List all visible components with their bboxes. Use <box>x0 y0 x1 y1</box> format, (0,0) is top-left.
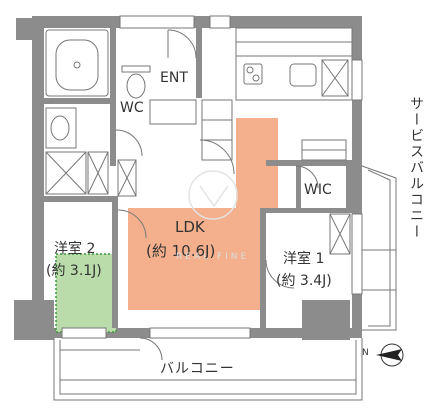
windows <box>61 15 363 339</box>
wic-label: WIC <box>304 182 332 198</box>
service-balcony-outline <box>361 165 397 331</box>
western2-size-label: (約 3.1J) <box>46 263 102 279</box>
compass: N <box>362 340 410 370</box>
western2-floor <box>55 253 117 333</box>
ent-label: ENT <box>160 70 188 86</box>
service-balcony-label: サービスバルコニー <box>408 96 424 240</box>
ldk-label: LDK <box>175 218 205 236</box>
compass-icon <box>376 343 404 367</box>
ldk-floor <box>128 118 278 310</box>
compass-north-label: N <box>362 348 369 358</box>
kitchen-counter <box>235 55 353 101</box>
watermark-logo <box>188 170 238 220</box>
room1-closet <box>329 213 351 255</box>
western2-label: 洋室 2 <box>54 241 96 257</box>
entrance-cabinet <box>149 99 233 161</box>
balcony-label: バルコニー <box>160 361 235 377</box>
toilet <box>121 65 151 99</box>
bottom-balcony-outline <box>53 338 363 401</box>
wic-shelf <box>301 139 347 161</box>
top-balcony <box>235 27 353 57</box>
watermark-text: REAL FINE <box>176 252 250 262</box>
ldk-size-label: (約 10.6J) <box>146 242 216 260</box>
western1-label: 洋室 1 <box>283 251 325 267</box>
storage-cabinets <box>87 151 137 197</box>
interior-walls <box>44 28 352 328</box>
washbasin <box>45 107 87 195</box>
western1-size-label: (約 3.4J) <box>276 273 332 289</box>
wc-label: WC <box>120 100 144 116</box>
bathtub <box>45 29 109 97</box>
door-swings <box>115 29 319 361</box>
